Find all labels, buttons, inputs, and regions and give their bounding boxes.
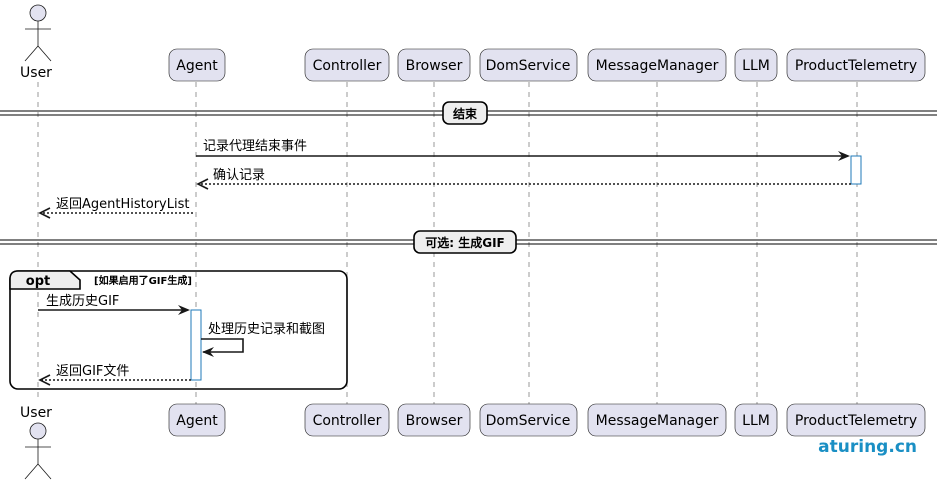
participant-browser-top: Browser [397,48,471,82]
participant-agent-label-bottom: Agent [176,413,218,429]
participant-agent-label: Agent [176,58,218,74]
divider-optional-gif-label: 可选: 生成GIF [425,235,505,250]
arrowhead-icon [38,207,51,219]
participant-messagemanager-label-bottom: MessageManager [596,413,719,429]
participant-domservice-label: DomService [486,58,571,74]
participant-llm-bottom: LLM [734,403,778,437]
message-return-history: 返回AgentHistoryList [38,197,193,219]
participant-controller-top: Controller [304,48,390,82]
participant-messagemanager-label: MessageManager [596,58,719,74]
message-process-history-label: 处理历史记录和截图 [208,322,325,337]
participant-controller-label: Controller [313,58,382,74]
participants-top: User Agent Controller Browser DomService… [20,4,926,82]
participant-domservice-bottom: DomService [479,403,578,437]
divider-optional-gif: 可选: 生成GIF [0,230,937,254]
participant-browser-label: Browser [406,58,463,74]
activation-agent [190,309,202,381]
message-confirm-record: 确认记录 [196,168,851,190]
participant-messagemanager-bottom: MessageManager [587,403,727,437]
participant-browser-label-bottom: Browser [406,413,463,429]
message-record-end-event-label: 记录代理结束事件 [203,139,307,154]
fragment-opt-guard: [如果启用了GIF生成] [94,274,192,287]
fragment-opt: opt [如果启用了GIF生成] [9,270,348,390]
activation-producttelemetry [850,155,862,185]
arrowhead-icon [202,347,214,357]
participant-messagemanager-top: MessageManager [587,48,727,82]
participants-bottom: User Agent Controller Browser DomService… [20,403,926,480]
participant-browser-bottom: Browser [397,403,471,437]
actor-user-label-top: User [20,65,52,81]
participant-llm-label-bottom: LLM [742,413,770,429]
watermark: aturing.cn [818,437,917,457]
message-record-end-event: 记录代理结束事件 [196,139,850,161]
participant-domservice-top: DomService [479,48,578,82]
participant-producttelemetry-bottom: ProductTelemetry [786,403,926,437]
message-confirm-record-label: 确认记录 [213,168,265,183]
arrowhead-icon [838,151,850,161]
divider-end-label: 结束 [453,106,478,121]
message-generate-gif: 生成历史GIF [38,294,190,315]
participant-controller-bottom: Controller [304,403,390,437]
participant-domservice-label-bottom: DomService [486,413,571,429]
participant-llm-label: LLM [742,58,770,74]
message-return-gif: 返回GIF文件 [38,364,191,386]
arrowhead-icon [196,178,209,190]
actor-head-icon [29,422,47,440]
actor-user-label-bottom: User [20,405,52,421]
arrowhead-icon [38,374,51,386]
participant-producttelemetry-label-bottom: ProductTelemetry [795,413,917,429]
message-process-history: 处理历史记录和截图 [201,322,325,357]
participant-agent-top: Agent [168,48,226,82]
participant-agent-bottom: Agent [168,403,226,437]
participant-controller-label-bottom: Controller [313,413,382,429]
participant-llm-top: LLM [734,48,778,82]
participant-producttelemetry-top: ProductTelemetry [786,48,926,82]
divider-end: 结束 [0,101,937,125]
actor-user-top: User [20,4,52,81]
actor-user-bottom: User [20,405,52,480]
message-return-history-label: 返回AgentHistoryList [56,197,189,212]
message-generate-gif-label: 生成历史GIF [46,294,119,309]
message-return-gif-label: 返回GIF文件 [56,364,129,379]
participant-producttelemetry-label: ProductTelemetry [795,58,917,74]
actor-head-icon [29,4,47,22]
fragment-opt-operator: opt [26,274,50,289]
arrowhead-icon [178,305,190,315]
